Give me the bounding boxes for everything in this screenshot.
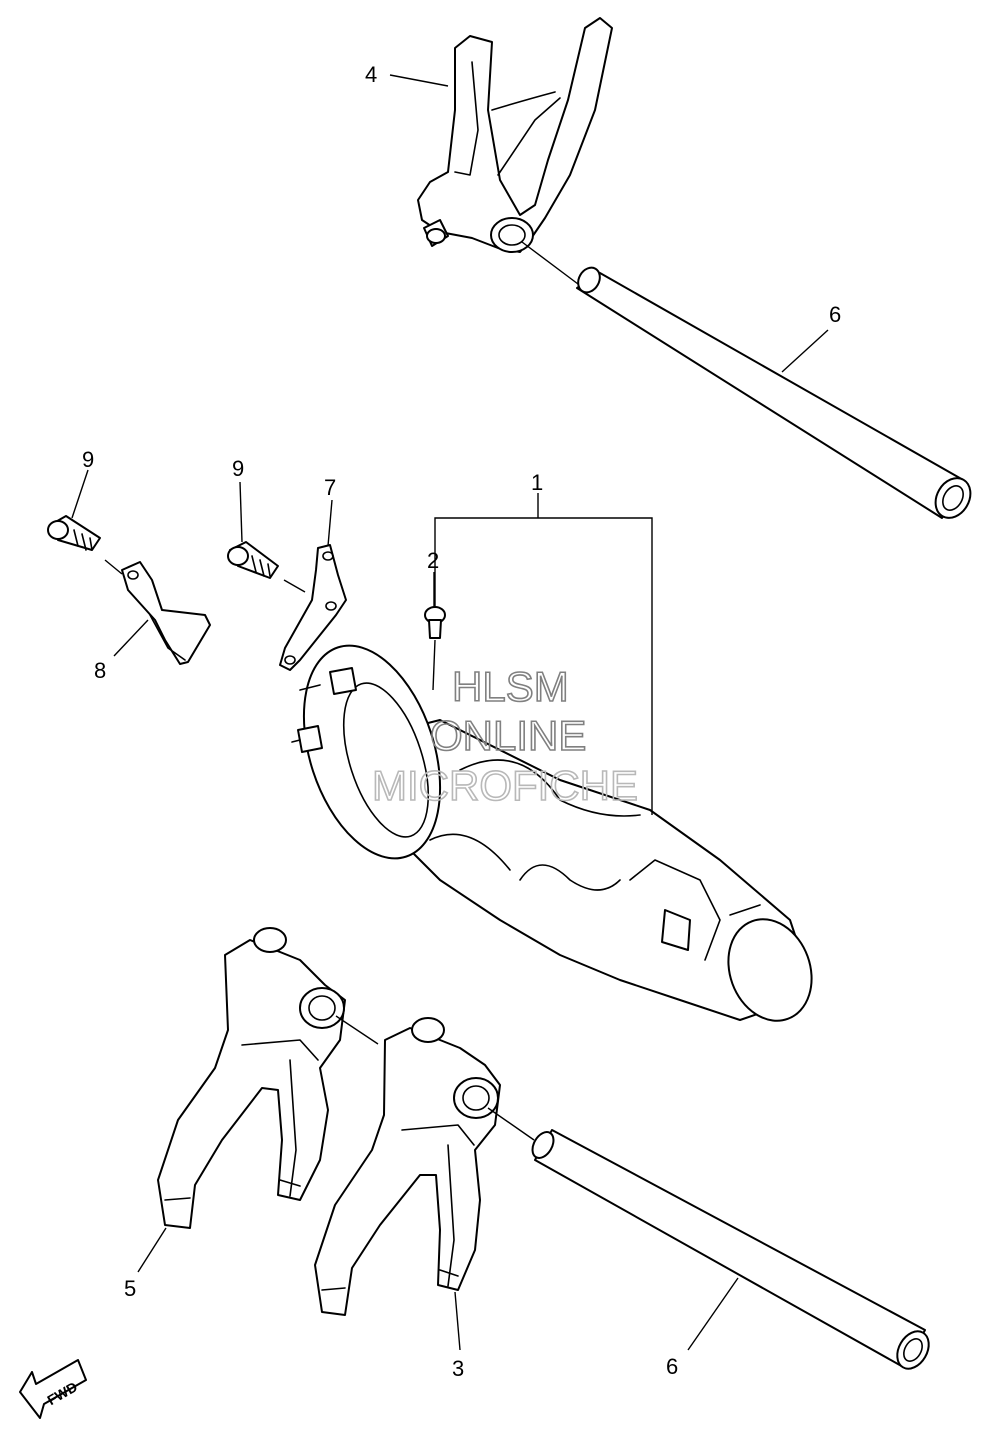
callout-7: 7	[324, 475, 336, 500]
watermark-line-2: ONLINE	[430, 712, 586, 759]
callout-9-left: 9	[82, 447, 94, 472]
callout-2: 2	[427, 548, 439, 573]
callout-1-bracket	[434, 517, 653, 815]
callout-1: 1	[531, 470, 543, 495]
fwd-arrow-icon	[19, 1359, 87, 1419]
callout-5: 5	[124, 1276, 136, 1301]
callout-4: 4	[365, 62, 377, 87]
callout-9-right: 9	[232, 456, 244, 481]
fork-alignment-line	[335, 1015, 379, 1045]
shift-fork-lower-right	[314, 1017, 501, 1316]
fwd-direction-badge: FWD	[19, 1359, 87, 1419]
screw-left	[47, 515, 101, 551]
leader-lines	[71, 74, 829, 1351]
callout-6-lower: 6	[666, 1354, 678, 1379]
callout-3: 3	[452, 1356, 464, 1381]
dowel-pin	[424, 606, 446, 691]
callout-8: 8	[94, 658, 106, 683]
guide-bar-upper	[521, 241, 972, 519]
watermark-line-1: HLSM	[452, 663, 569, 710]
screw-right	[227, 541, 279, 579]
shift-fork-upper	[417, 17, 613, 253]
callout-6-upper: 6	[829, 302, 841, 327]
guide-bar-lower	[487, 1107, 930, 1370]
stopper-lever-plate	[104, 559, 211, 665]
shift-cam-drum	[291, 644, 813, 1022]
watermark-line-3: MICROFICHE	[372, 762, 638, 809]
segment-plate	[279, 544, 347, 671]
shift-fork-lower-left	[157, 927, 346, 1229]
